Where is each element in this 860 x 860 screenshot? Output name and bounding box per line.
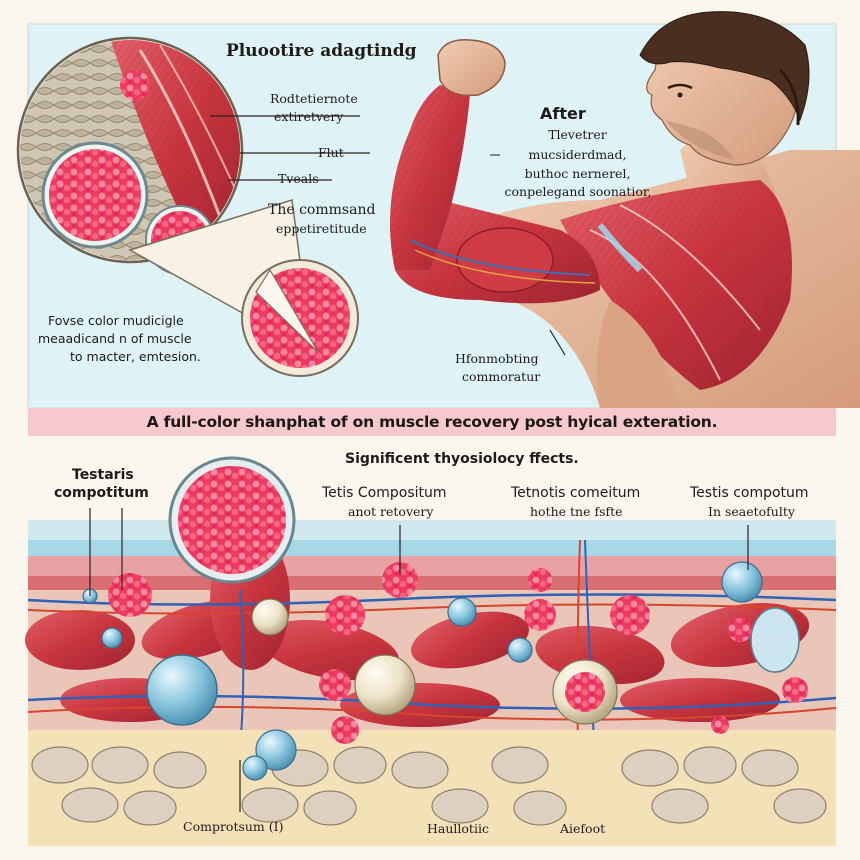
col3-label-line-2: hothe tne fsfte	[530, 504, 623, 519]
foot-label-3: Aiefoot	[560, 821, 606, 836]
label-rodtetiernote: Rodtetiernote	[270, 91, 358, 106]
col2-label-line-1: Tetis Compositum	[322, 485, 447, 501]
col4-label-line-2: In seaetofulty	[708, 504, 795, 519]
left-note-line-3: to macter, emtesion.	[70, 349, 201, 364]
left-note-line-1: Fovse color mudicigle	[48, 313, 184, 328]
label-extiretvery: extiretvery	[274, 109, 344, 124]
caption-banner-text: A full-color shanphat of on muscle recov…	[146, 413, 718, 431]
col1-label-line-2: compotitum	[54, 485, 149, 501]
bottom-label-line-2: commoratur	[462, 369, 541, 384]
bottom-label-line-1: Hfonmobting	[455, 351, 539, 366]
label-tveals: Tveals	[278, 171, 319, 186]
col4-label-line-1: Testis compotum	[690, 485, 809, 501]
foot-label-1: Comprotsum (I)	[183, 819, 284, 834]
after-title: After	[540, 104, 586, 123]
fat-cells	[31, 746, 827, 826]
label-flut: Flut	[318, 145, 344, 160]
magnified-tissue-circle	[16, 36, 244, 275]
after-line-1: Tlevetrer	[548, 127, 607, 142]
after-line-2: mucsiderdmad,	[528, 147, 627, 162]
top-heading: Pluootire adagtindg	[226, 41, 417, 61]
col2-label-line-2: anot retovery	[348, 504, 434, 519]
caption-banner	[28, 408, 836, 436]
tissue-clusters	[108, 562, 808, 744]
label-eppetiretitude: eppetiretitude	[276, 221, 367, 236]
left-note-line-2: meaadicand n of muscle	[38, 331, 192, 346]
foot-label-2: Haullotiic	[427, 821, 489, 836]
bottom-heading: Significent thyosiolocy ffects.	[345, 451, 579, 467]
after-line-4: conpelegand soonatior,	[504, 184, 652, 199]
col1-label-line-1: Testaris	[72, 467, 134, 483]
after-line-3: buthoc nernerel,	[524, 166, 631, 181]
man-figure	[390, 11, 860, 408]
cells	[82, 561, 800, 781]
label-command: The commsand	[268, 202, 376, 218]
col3-label-line-1: Tetnotis comeitum	[511, 485, 641, 501]
